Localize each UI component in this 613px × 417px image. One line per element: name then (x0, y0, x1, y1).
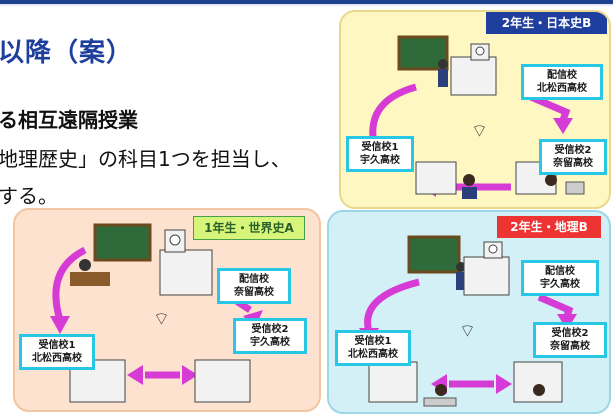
receiver2-name: 奈留高校 (550, 341, 590, 352)
slide-body-line-2: する。 (0, 184, 58, 208)
receiver2-name: 奈留高校 (553, 158, 593, 169)
slide-body-line-1: 地理歴史」の科目1つを担当し、 (0, 147, 291, 171)
top-divider (0, 4, 613, 6)
school-building-icon (159, 229, 213, 296)
receiver1-box: 受信校1 北松西高校 (335, 330, 411, 366)
receiver2-name: 宇久高校 (250, 337, 290, 348)
slide-subtitle: る相互遠隔授業 (0, 108, 138, 132)
grade-subject-tag: 1年生・世界史A (193, 216, 305, 240)
slide-title: 以降（案） (0, 38, 134, 68)
school-building-icon (69, 359, 251, 403)
receiver1-role: 受信校1 (38, 340, 76, 351)
receiver2-box: 受信校2 宇久高校 (233, 318, 307, 354)
receiver1-name: 宇久高校 (360, 155, 400, 166)
receiver1-name: 北松西高校 (348, 349, 398, 360)
panel-illustration (359, 235, 577, 407)
receiver2-role: 受信校2 (551, 328, 589, 339)
grade-subject-tag: 2年生・地理B (497, 216, 601, 238)
sender-role: 配信校 (239, 274, 269, 285)
sender-school-box: 配信校 北松西高校 (521, 64, 603, 100)
receiver2-box: 受信校2 奈留高校 (539, 139, 607, 175)
sender-school-box: 配信校 奈留高校 (217, 268, 291, 304)
sender-name: 北松西高校 (537, 83, 587, 94)
receiver1-name: 北松西高校 (32, 353, 82, 364)
grade-subject-tag: 2年生・日本史B (486, 12, 607, 34)
receiver2-role: 受信校2 (251, 324, 289, 335)
panel-japanese-history: 2年生・日本史B 配信校 北松西高校 受信校1 宇久高校 受信校2 奈留高校 ⌔ (339, 10, 611, 209)
sender-name: 宇久高校 (540, 279, 580, 290)
receiver1-box: 受信校1 北松西高校 (19, 334, 95, 370)
wifi-icon: ⌔ (153, 309, 170, 330)
panel-world-history: 1年生・世界史A 配信校 奈留高校 受信校1 北松西高校 受信校2 宇久高校 ⌔ (13, 208, 321, 412)
receiver2-box: 受信校2 奈留高校 (533, 322, 607, 358)
receiver1-role: 受信校1 (354, 336, 392, 347)
school-building-icon (450, 43, 497, 96)
wifi-icon: ⌔ (471, 121, 488, 142)
sender-role: 配信校 (547, 70, 577, 81)
panel-geography: 2年生・地理B 配信校 宇久高校 受信校1 北松西高校 受信校2 奈留高校 ⌔ (327, 210, 611, 414)
panel-illustration (366, 35, 585, 199)
sender-school-box: 配信校 宇久高校 (521, 260, 599, 296)
sender-role: 配信校 (545, 266, 575, 277)
wifi-icon: ⌔ (459, 321, 476, 342)
receiver1-role: 受信校1 (361, 142, 399, 153)
top-accent-bar (0, 0, 613, 4)
sender-name: 奈留高校 (234, 287, 274, 298)
receiver2-role: 受信校2 (554, 145, 592, 156)
receiver1-box: 受信校1 宇久高校 (346, 136, 414, 172)
school-building-icon (463, 241, 510, 296)
